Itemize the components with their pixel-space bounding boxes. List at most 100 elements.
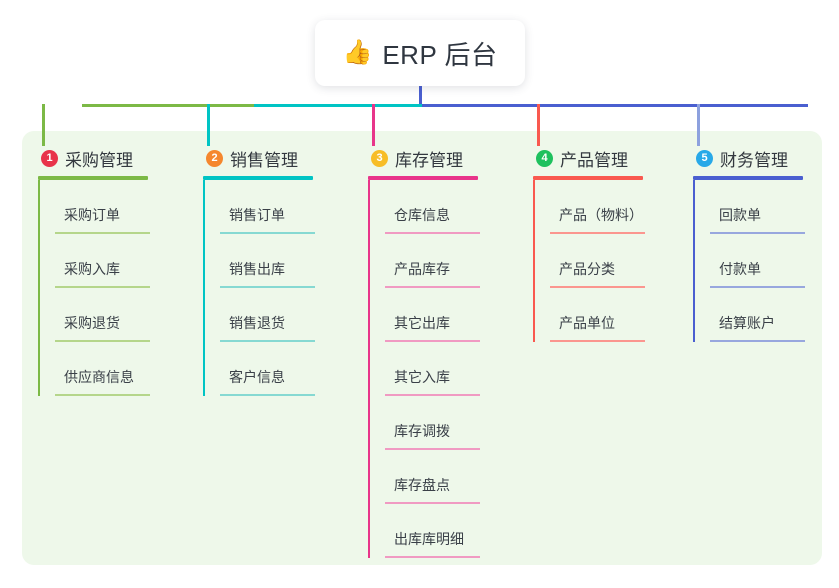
- list-item[interactable]: 销售退货: [220, 288, 353, 342]
- leaf-rule: [385, 556, 480, 558]
- leaf-label: 供应商信息: [64, 369, 134, 385]
- diagram-panel: [22, 131, 822, 565]
- leaf-rule: [220, 286, 315, 288]
- leaf-label: 产品单位: [559, 315, 615, 331]
- leaf-label: 结算账户: [719, 315, 775, 331]
- leaf-label: 其它入库: [394, 369, 450, 385]
- list-item[interactable]: 回款单: [710, 180, 839, 234]
- bus-segment-2: [254, 104, 422, 107]
- leaf-rule: [220, 232, 315, 234]
- list-item[interactable]: 采购入库: [55, 234, 188, 288]
- leaf-label: 产品库存: [394, 261, 450, 277]
- list-item[interactable]: 产品库存: [385, 234, 518, 288]
- list-item[interactable]: 出库库明细: [385, 504, 518, 558]
- column-header-5[interactable]: 5 财务管理: [693, 146, 839, 170]
- leaf-label: 销售出库: [229, 261, 285, 277]
- branch-5: 回款单付款单结算账户: [693, 180, 839, 342]
- leaf-label: 产品（物料）: [559, 207, 643, 223]
- leaf-rule: [55, 394, 150, 396]
- leaf-label: 客户信息: [229, 369, 285, 385]
- leaf-label: 库存调拨: [394, 423, 450, 439]
- bus-segment-3: [422, 104, 808, 107]
- list-item[interactable]: 仓库信息: [385, 180, 518, 234]
- leaf-rule: [220, 394, 315, 396]
- leaf-rule: [385, 448, 480, 450]
- drop-connector-4: [537, 104, 540, 146]
- column-header-rule-4: [533, 176, 643, 180]
- column-header-rule-5: [693, 176, 803, 180]
- list-item[interactable]: 其它出库: [385, 288, 518, 342]
- leaf-rule: [550, 232, 645, 234]
- column-header-rule-3: [368, 176, 478, 180]
- list-item[interactable]: 库存盘点: [385, 450, 518, 504]
- list-item[interactable]: 库存调拨: [385, 396, 518, 450]
- column-badge-5: 5: [696, 149, 713, 167]
- branch-trunk-3: [368, 180, 370, 558]
- branch-trunk-5: [693, 180, 695, 342]
- root-stem-connector: [419, 86, 422, 107]
- list-item[interactable]: 产品分类: [550, 234, 683, 288]
- drop-connector-5: [697, 104, 700, 146]
- column-header-4[interactable]: 4 产品管理: [533, 146, 683, 170]
- list-item[interactable]: 销售订单: [220, 180, 353, 234]
- leaf-rule: [710, 232, 805, 234]
- leaf-label: 其它出库: [394, 315, 450, 331]
- leaf-label: 回款单: [719, 207, 761, 223]
- column-header-2[interactable]: 2 销售管理: [203, 146, 353, 170]
- leaf-rule: [385, 502, 480, 504]
- column-badge-4: 4: [536, 149, 553, 167]
- leaf-rule: [385, 394, 480, 396]
- leaf-label: 出库库明细: [394, 531, 464, 547]
- leaf-label: 销售退货: [229, 315, 285, 331]
- leaf-label: 采购退货: [64, 315, 120, 331]
- column-title-4: 产品管理: [560, 150, 628, 170]
- leaf-rule: [220, 340, 315, 342]
- list-item[interactable]: 采购订单: [55, 180, 188, 234]
- branch-4: 产品（物料） 产品分类产品单位: [533, 180, 683, 342]
- leaf-rule: [550, 286, 645, 288]
- branch-trunk-4: [533, 180, 535, 342]
- leaf-rule: [55, 340, 150, 342]
- leaf-label: 付款单: [719, 261, 761, 277]
- leaf-label: 采购入库: [64, 261, 120, 277]
- leaf-rule: [385, 286, 480, 288]
- root-title: ERP 后台: [382, 39, 498, 70]
- column-5: 5 财务管理回款单付款单结算账户: [693, 146, 839, 342]
- column-title-5: 财务管理: [720, 150, 788, 170]
- list-item[interactable]: 其它入库: [385, 342, 518, 396]
- list-item[interactable]: 付款单: [710, 234, 839, 288]
- branch-trunk-1: [38, 180, 40, 396]
- drop-connector-1: [42, 104, 45, 146]
- leaf-rule: [385, 232, 480, 234]
- list-item[interactable]: 客户信息: [220, 342, 353, 396]
- leaf-rule: [55, 232, 150, 234]
- column-title-1: 采购管理: [65, 150, 133, 170]
- column-badge-1: 1: [41, 149, 58, 167]
- list-item[interactable]: 结算账户: [710, 288, 839, 342]
- branch-1: 采购订单采购入库采购退货供应商信息: [38, 180, 188, 396]
- branch-3: 仓库信息产品库存其它出库其它入库库存调拨库存盘点出库库明细: [368, 180, 518, 558]
- column-1: 1 采购管理采购订单采购入库采购退货供应商信息: [38, 146, 188, 396]
- column-header-1[interactable]: 1 采购管理: [38, 146, 188, 170]
- list-item[interactable]: 供应商信息: [55, 342, 188, 396]
- column-2: 2 销售管理销售订单销售出库销售退货客户信息: [203, 146, 353, 396]
- list-item[interactable]: 产品单位: [550, 288, 683, 342]
- list-item[interactable]: 采购退货: [55, 288, 188, 342]
- leaf-label: 销售订单: [229, 207, 285, 223]
- leaf-label: 产品分类: [559, 261, 615, 277]
- leaf-label: 仓库信息: [394, 207, 450, 223]
- branch-trunk-2: [203, 180, 205, 396]
- bus-segment-1: [82, 104, 254, 107]
- leaf-rule: [55, 286, 150, 288]
- thumbs-up-icon: 👍: [342, 39, 373, 66]
- list-item[interactable]: 产品（物料）: [550, 180, 683, 234]
- list-item[interactable]: 销售出库: [220, 234, 353, 288]
- drop-connector-3: [372, 104, 375, 146]
- branch-2: 销售订单销售出库销售退货客户信息: [203, 180, 353, 396]
- root-node[interactable]: 👍 ERP 后台: [315, 20, 525, 86]
- column-title-2: 销售管理: [230, 150, 298, 170]
- column-badge-2: 2: [206, 149, 223, 167]
